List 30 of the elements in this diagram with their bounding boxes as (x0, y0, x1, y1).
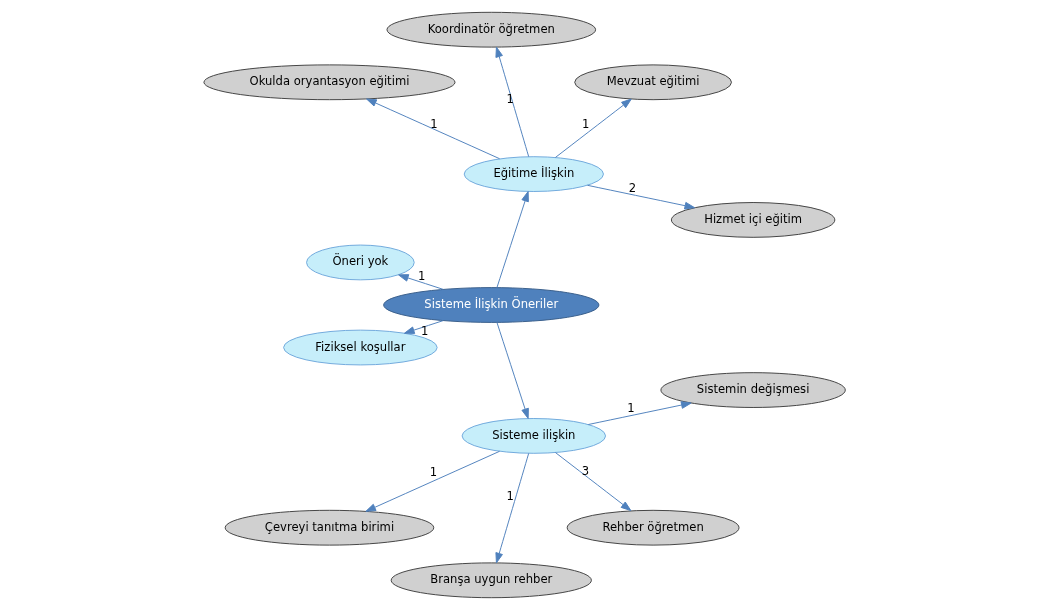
arrow (587, 184, 696, 210)
arrow (365, 450, 501, 512)
arrow (404, 320, 444, 334)
arrow (496, 321, 529, 419)
edge-label: 1 (581, 116, 590, 131)
arrow (495, 46, 530, 158)
arrow (587, 401, 692, 425)
node-ellipse: Okulda oryantasyon eğitimi (203, 64, 456, 101)
edge-label: 1 (627, 400, 635, 415)
node-ellipse: Rehber öğretmen (566, 509, 740, 546)
arrow (554, 452, 632, 512)
edge-label: 1 (429, 464, 438, 479)
edge-label: 1 (506, 488, 514, 503)
node-ellipse: Sisteme İlişkin Öneriler (383, 287, 600, 323)
edge-label: 3 (581, 464, 590, 479)
arrow (366, 98, 501, 160)
node-ellipse: Eğitime İlişkin (463, 156, 604, 192)
node-ellipse: Sisteme ilişkin (461, 418, 607, 454)
node-ellipse: Koordinatör öğretmen (386, 11, 597, 48)
edge-label: 1 (418, 269, 426, 284)
arrow (398, 274, 444, 290)
node-ellipse: Branşa uygun rehber (390, 562, 592, 599)
node-ellipse: Mevzuat eğitimi (574, 64, 732, 101)
edge-label: 2 (628, 181, 637, 196)
arrow (495, 452, 530, 564)
arrow (554, 98, 632, 158)
node-ellipse: Çevreyi tanıtma birimi (224, 509, 435, 546)
edge-label: 1 (506, 92, 514, 107)
edge-label: 1 (430, 116, 438, 131)
arrow (496, 191, 529, 289)
